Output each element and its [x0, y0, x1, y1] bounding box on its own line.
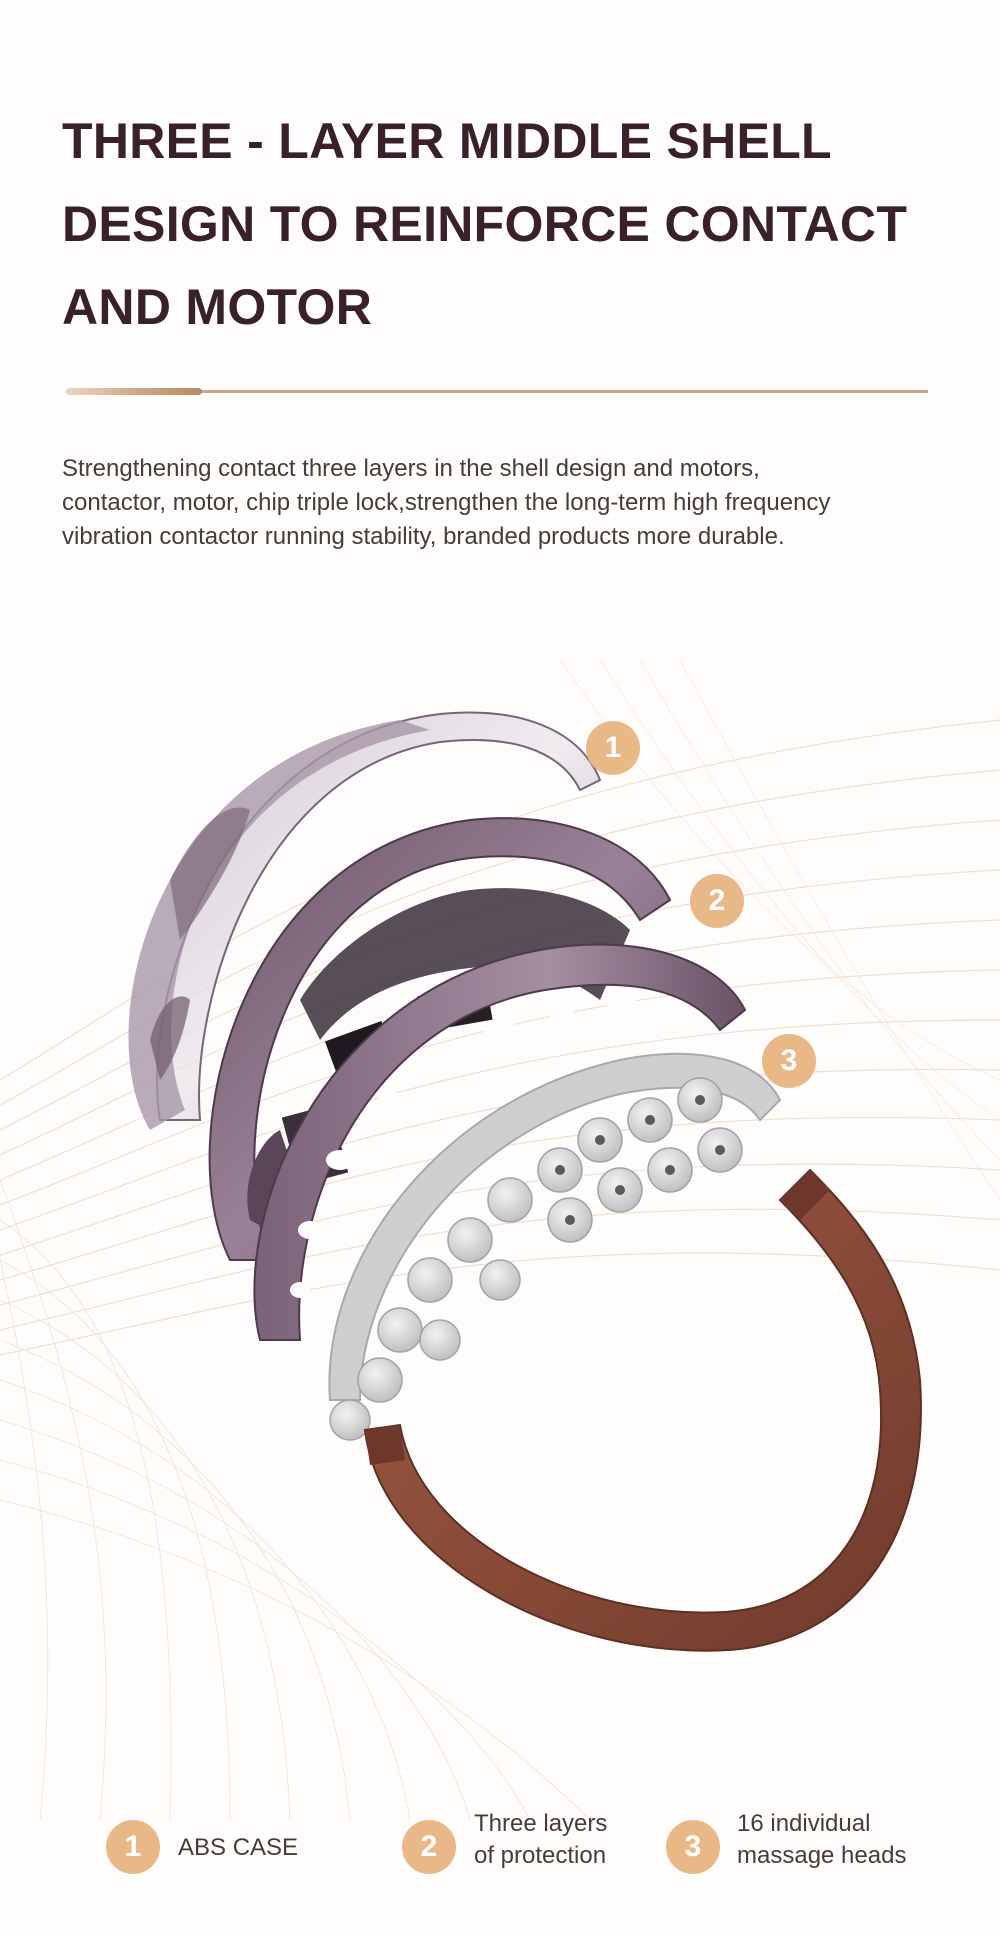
- legend-label-1-line-1: ABS CASE: [178, 1834, 299, 1861]
- legend-badge-2: 2: [402, 1820, 456, 1874]
- description-text: Strengthening contact three layers in th…: [62, 452, 942, 554]
- legend-label-1: ABS CASE: [178, 1832, 298, 1864]
- title-line-2: DESIGN TO REINFORCE CONTACT: [62, 196, 908, 252]
- legend-label-2-line-2: of protection: [474, 1842, 607, 1869]
- divider-accent: [66, 388, 202, 395]
- headband-strap: [363, 1168, 922, 1652]
- callout-badge-3: 3: [762, 1034, 816, 1088]
- description-line-3: vibration contactor running stability, b…: [62, 523, 785, 550]
- massage-heads-layer: [328, 1052, 782, 1441]
- callout-badge-1: 1: [586, 721, 640, 775]
- background-wave-lines: [0, 660, 1000, 1820]
- abs-case-layer: [128, 711, 602, 1130]
- legend-badge-3: 3: [666, 1820, 720, 1874]
- legend-label-2-line-1: Three layers: [474, 1810, 608, 1837]
- description-line-2: contactor, motor, chip triple lock,stren…: [62, 489, 831, 516]
- legend-label-3-line-1: 16 individual: [737, 1810, 871, 1837]
- legend-label-3-line-2: massage heads: [737, 1842, 907, 1869]
- description-line-1: Strengthening contact three layers in th…: [62, 455, 760, 482]
- title-line-1: THREE - LAYER MIDDLE SHELL: [62, 113, 832, 169]
- page-title: THREE - LAYER MIDDLE SHELL DESIGN TO REI…: [62, 100, 962, 349]
- exploded-product-illustration: [128, 711, 922, 1652]
- callout-badge-2: 2: [690, 874, 744, 928]
- legend-label-3: 16 individual massage heads: [737, 1808, 906, 1872]
- legend-badge-1: 1: [106, 1820, 160, 1874]
- inner-shell-layer: [253, 943, 747, 1341]
- divider-rule: [66, 390, 928, 393]
- title-line-3: AND MOTOR: [62, 279, 373, 335]
- legend-label-2: Three layers of protection: [474, 1808, 607, 1872]
